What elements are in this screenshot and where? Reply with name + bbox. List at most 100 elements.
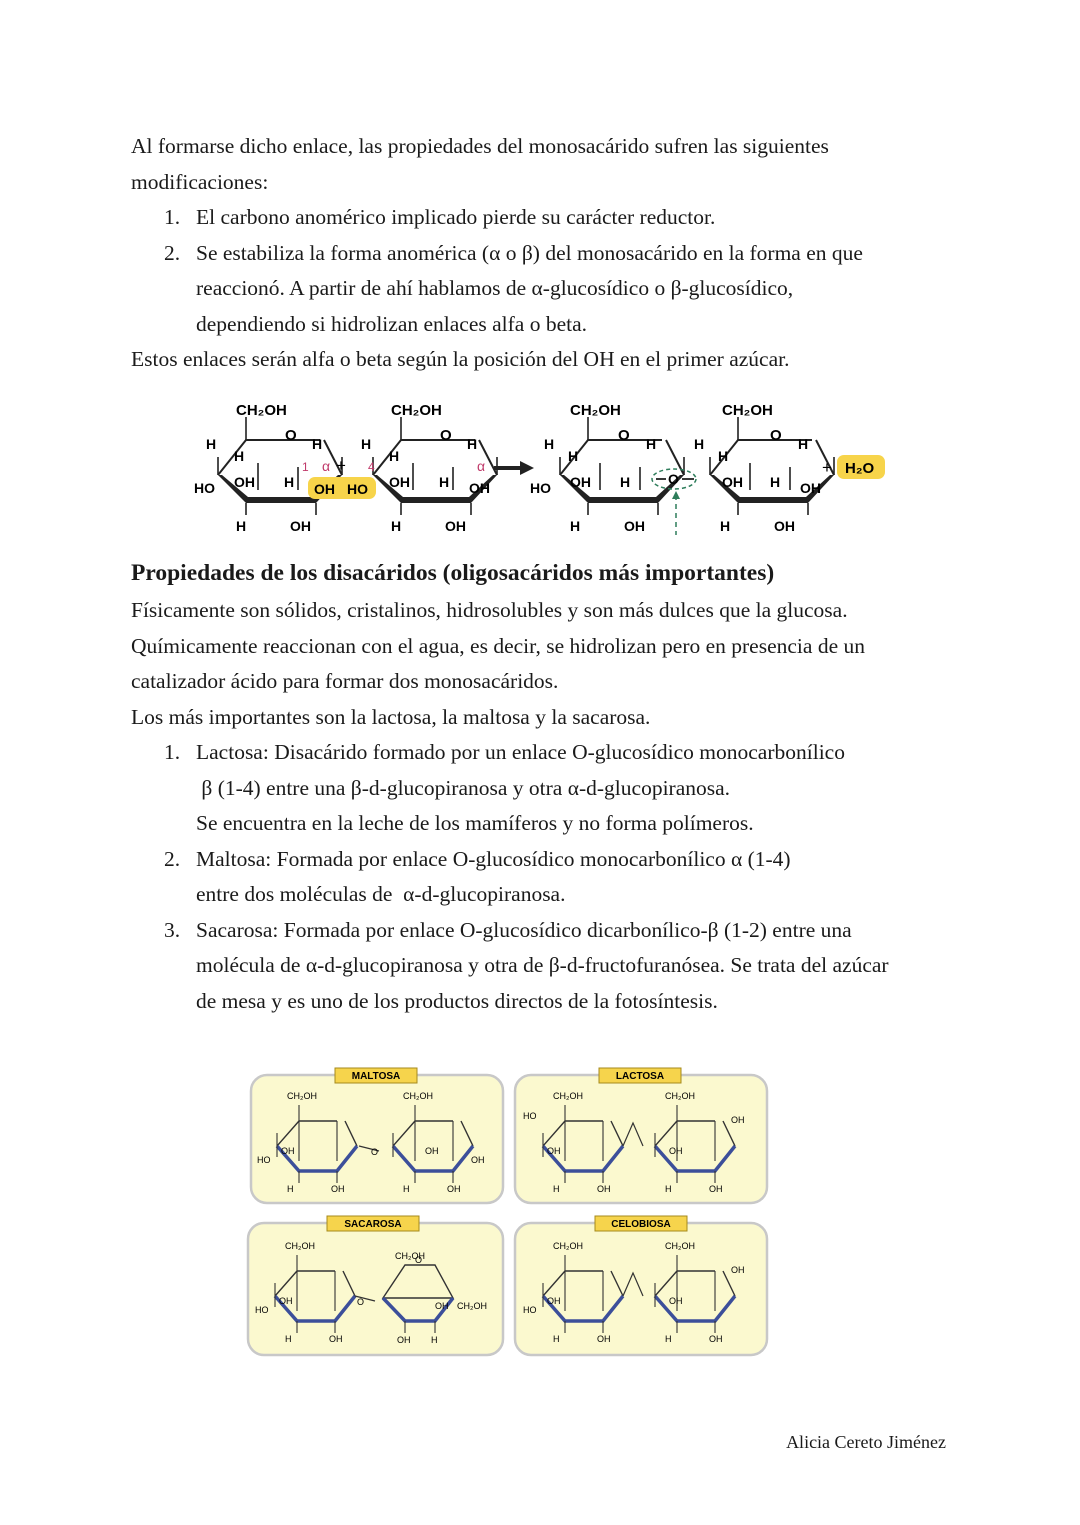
svg-text:SACAROSA: SACAROSA <box>344 1219 401 1230</box>
water-label: H₂O <box>845 460 874 477</box>
svg-text:HO: HO <box>194 480 215 496</box>
svg-text:H: H <box>236 518 246 534</box>
svg-text:OH: OH <box>624 518 645 534</box>
svg-text:OH: OH <box>731 1115 745 1125</box>
property-line-2: Químicamente reaccionan con el agua, es … <box>131 634 865 658</box>
svg-text:OH: OH <box>597 1334 611 1344</box>
svg-text:OH: OH <box>800 480 821 496</box>
svg-text:H: H <box>553 1184 560 1194</box>
svg-text:H: H <box>544 436 554 452</box>
svg-text:H: H <box>570 518 580 534</box>
svg-text:H: H <box>646 436 656 452</box>
section-title: Propiedades de los disacáridos (oligosac… <box>131 560 775 586</box>
svg-text:OH: OH <box>425 1146 439 1156</box>
panel-celobiosa: CELOBIOSA CH₂OH OH HO H OH CH₂OH OH OH H… <box>513 1215 769 1357</box>
water-forming-oh-highlight <box>308 477 376 499</box>
intro-line-1: Al formarse dicho enlace, las propiedade… <box>131 134 829 158</box>
svg-text:H: H <box>720 518 730 534</box>
svg-text:OH: OH <box>329 1334 343 1344</box>
svg-text:CH₂OH: CH₂OH <box>553 1091 583 1101</box>
svg-text:1: 1 <box>302 460 309 474</box>
svg-text:HO: HO <box>523 1111 537 1121</box>
svg-text:OH: OH <box>234 474 255 490</box>
svg-text:CH₂OH: CH₂OH <box>665 1091 695 1101</box>
svg-text:LACTOSA: LACTOSA <box>616 1071 664 1082</box>
svg-text:OH: OH <box>435 1301 449 1311</box>
list-item: 1. Lactosa: Disacárido formado por un en… <box>164 740 845 835</box>
svg-text:OH: OH <box>389 474 410 490</box>
svg-text:OH: OH <box>471 1155 485 1165</box>
glycosidic-bond-reaction-diagram: CH₂OH O H H HO OH H H OH H 1 α OH HO + C… <box>194 402 885 535</box>
glucose-ring-1: CH₂OH O H H HO OH H H OH H 1 α <box>194 402 343 534</box>
svg-text:MALTOSA: MALTOSA <box>352 1071 401 1082</box>
svg-text:H: H <box>312 436 322 452</box>
svg-text:O: O <box>285 427 297 444</box>
svg-text:O: O <box>357 1297 364 1307</box>
svg-text:OH: OH <box>709 1184 723 1194</box>
svg-text:H: H <box>361 436 371 452</box>
svg-text:O: O <box>440 427 452 444</box>
svg-text:HO: HO <box>530 480 551 496</box>
svg-text:4: 4 <box>368 460 375 474</box>
svg-text:H: H <box>620 474 630 490</box>
svg-text:O: O <box>668 471 679 487</box>
svg-text:OH: OH <box>570 474 591 490</box>
plus-sign: + <box>336 456 346 475</box>
svg-text:H: H <box>798 436 808 452</box>
svg-text:H: H <box>206 436 216 452</box>
water-highlight <box>837 455 885 479</box>
svg-text:OH: OH <box>709 1334 723 1344</box>
svg-text:OH: OH <box>447 1184 461 1194</box>
svg-text:H: H <box>391 518 401 534</box>
intro-line-2: modificaciones: <box>131 170 269 194</box>
disaccharide-structures-figure: MALTOSA CH₂OH OH HO H OH O CH₂OH OH OH H… <box>246 1067 769 1357</box>
svg-text:H: H <box>553 1334 560 1344</box>
svg-text:CH₂OH: CH₂OH <box>553 1241 583 1251</box>
list-item: 3. Sacarosa: Formada por enlace O-glucos… <box>164 917 889 1013</box>
svg-text:H: H <box>665 1184 672 1194</box>
svg-text:CH₂OH: CH₂OH <box>722 402 773 419</box>
svg-text:H: H <box>665 1334 672 1344</box>
svg-text:O: O <box>618 427 630 444</box>
list-item: 2. Se estabiliza la forma anomérica (α o… <box>164 240 863 336</box>
svg-text:OH: OH <box>279 1296 293 1306</box>
svg-text:CH₂OH: CH₂OH <box>570 402 621 419</box>
svg-text:CH₂OH: CH₂OH <box>403 1091 433 1101</box>
property-line-4: Los más importantes son la lactosa, la m… <box>131 705 651 729</box>
svg-text:H: H <box>284 474 294 490</box>
disaccharide-ring-1: CH₂OH O H H HO OH H H OH H <box>530 402 685 534</box>
ch2oh-label: CH₂OH <box>236 402 287 419</box>
svg-text:H: H <box>694 436 704 452</box>
disaccharide-ring-2: CH₂OH O H H OH H H OH H OH <box>694 402 835 534</box>
svg-text:H: H <box>467 436 477 452</box>
list-item: 2. Maltosa: Formada por enlace O-glucosí… <box>164 846 791 907</box>
svg-text:H: H <box>568 448 578 464</box>
svg-text:α: α <box>322 458 330 474</box>
property-line-3: catalizador ácido para formar dos monosa… <box>131 669 559 693</box>
svg-text:O: O <box>415 1255 422 1265</box>
svg-text:OH: OH <box>669 1296 683 1306</box>
svg-text:HO: HO <box>523 1305 537 1315</box>
svg-text:OH: OH <box>547 1296 561 1306</box>
property-line-1: Físicamente son sólidos, cristalinos, hi… <box>131 598 848 622</box>
svg-text:H: H <box>718 448 728 464</box>
svg-text:CH₂OH: CH₂OH <box>457 1301 487 1311</box>
svg-text:CH₂OH: CH₂OH <box>395 1251 425 1261</box>
svg-text:H: H <box>389 448 399 464</box>
svg-text:H: H <box>431 1335 438 1345</box>
svg-text:H: H <box>403 1184 410 1194</box>
svg-text:O: O <box>371 1147 378 1157</box>
svg-text:CH₂OH: CH₂OH <box>287 1091 317 1101</box>
svg-text:HO: HO <box>347 481 368 497</box>
panel-lactosa: LACTOSA CH₂OH HO OH H OH CH₂OH OH OH H O… <box>513 1067 769 1205</box>
svg-text:CH₂OH: CH₂OH <box>665 1241 695 1251</box>
svg-text:α: α <box>477 458 485 474</box>
svg-text:CELOBIOSA: CELOBIOSA <box>611 1219 670 1230</box>
svg-text:OH: OH <box>722 474 743 490</box>
svg-text:OH: OH <box>397 1335 411 1345</box>
svg-text:OH: OH <box>731 1265 745 1275</box>
svg-text:OH: OH <box>774 518 795 534</box>
svg-text:H: H <box>770 474 780 490</box>
svg-text:H: H <box>234 448 244 464</box>
